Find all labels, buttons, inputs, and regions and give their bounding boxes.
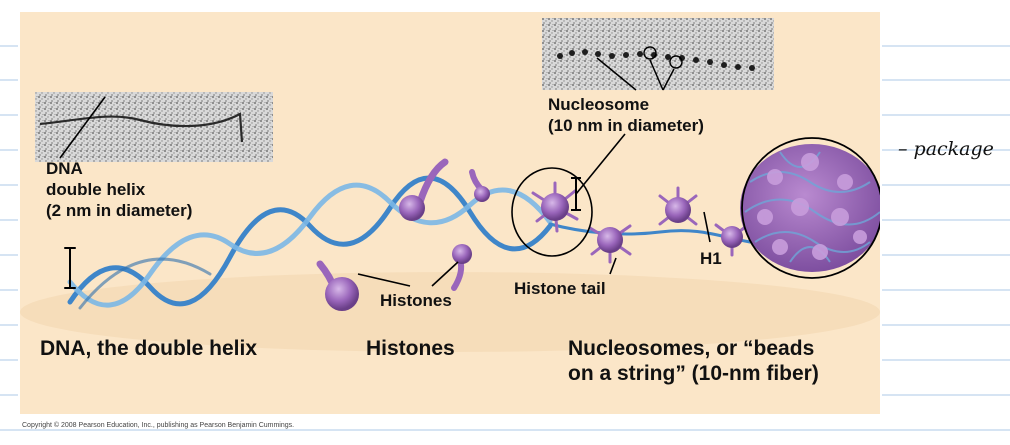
nucleosome-label: Nucleosome (10 nm in diameter) <box>548 94 704 136</box>
copyright-text: Copyright © 2008 Pearson Education, Inc.… <box>22 422 295 429</box>
caption-nucleosomes: Nucleosomes, or “beads on a string” (10-… <box>568 336 819 386</box>
nucleosome-label-line-1: Nucleosome <box>548 95 650 114</box>
handwritten-note: – package <box>898 138 994 160</box>
nucleosome-beads <box>511 133 750 275</box>
free-histones <box>316 158 490 311</box>
nucleosome-micrograph <box>542 18 774 91</box>
dna-micrograph <box>35 92 273 162</box>
histones-pointer-label: Histones <box>380 291 452 310</box>
caption-nucleosomes-line-1: Nucleosomes, or “beads <box>568 337 815 360</box>
nucleosome-label-line-2: (10 nm in diameter) <box>548 116 704 135</box>
dna-label-line-3: (2 nm in diameter) <box>46 201 193 220</box>
dna-label-line-2: double helix <box>46 180 146 199</box>
histone-tail-label: Histone tail <box>514 279 606 298</box>
caption-nucleosomes-line-2: on a string” (10-nm fiber) <box>568 362 819 385</box>
dna-double-helix <box>64 175 752 310</box>
caption-histones: Histones <box>366 337 455 360</box>
caption-dna: DNA, the double helix <box>40 337 258 360</box>
dna-label: DNA double helix (2 nm in diameter) <box>46 158 192 221</box>
chromatin-illustration <box>20 18 880 352</box>
dna-label-line-1: DNA <box>46 159 83 178</box>
chromatin-figure: DNA double helix (2 nm in diameter) Nucl… <box>20 12 880 414</box>
h1-label: H1 <box>700 249 722 268</box>
condensed-chromatin <box>740 137 880 279</box>
